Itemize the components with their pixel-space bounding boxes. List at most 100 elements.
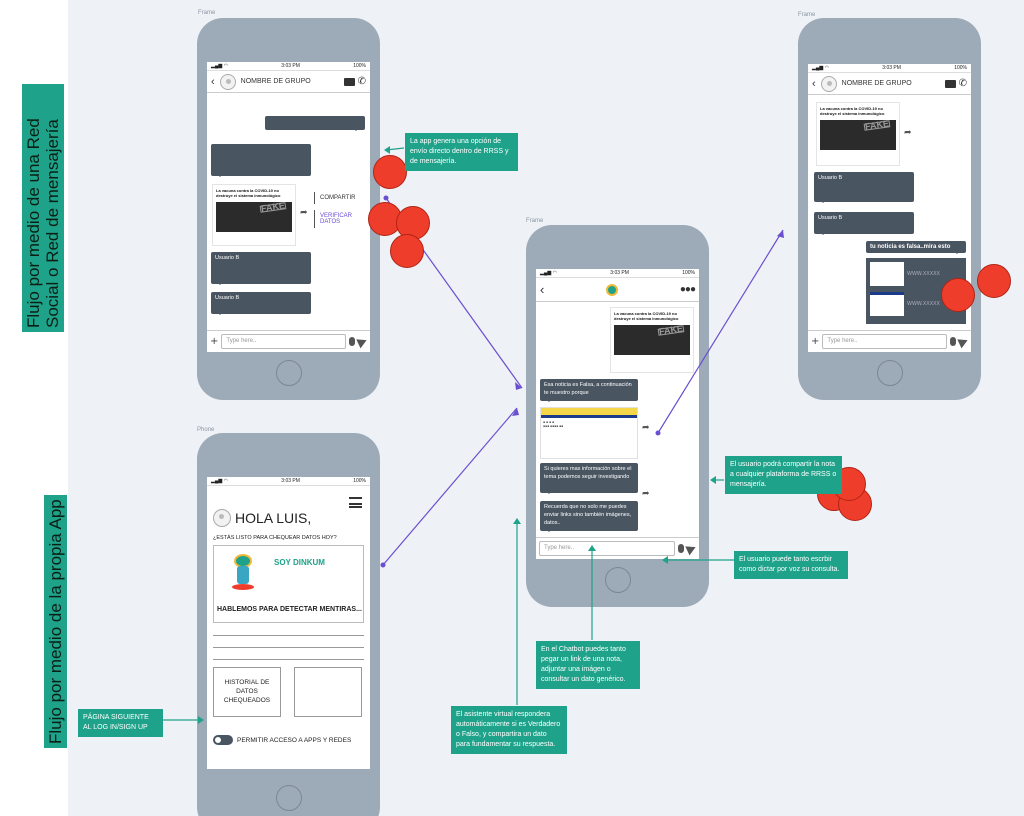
message-bubble <box>265 116 365 131</box>
arrowhead <box>513 518 521 524</box>
mic-icon[interactable] <box>950 337 956 346</box>
plus-icon[interactable]: + <box>210 336 219 347</box>
phone-icon[interactable]: ✆ <box>357 76 366 87</box>
home-button[interactable] <box>275 360 302 386</box>
home-button[interactable] <box>876 360 903 386</box>
message-bubble-user-b: Usuario B <box>814 172 914 203</box>
news-card[interactable]: La vacuna contra la COVID-19 no destruye… <box>212 184 296 246</box>
news-card[interactable]: La vacuna contra la COVID-19 no destruye… <box>610 307 694 373</box>
avatar <box>219 73 236 90</box>
input-bar: Type here.. <box>536 537 699 559</box>
divider <box>213 635 364 636</box>
back-icon[interactable]: ‹ <box>211 75 215 88</box>
message-bubble-user-b: Usuario B <box>211 292 311 315</box>
input-bar: + Type here.. <box>207 330 370 352</box>
home-button[interactable] <box>275 785 302 811</box>
frame-label: Frame <box>198 10 216 16</box>
arrowhead <box>512 408 519 416</box>
share-menu: COMPARTIR VERIFICAR DATOS <box>314 192 370 228</box>
link-text: WWW.XXXXX <box>907 301 940 307</box>
group-name: NOMBRE DE GRUPO <box>841 80 912 87</box>
video-icon[interactable] <box>343 77 355 86</box>
bot-card[interactable]: SOY DINKUM HABLEMOS PARA DETECTAR MENTIR… <box>213 545 364 623</box>
phone-icon[interactable]: ✆ <box>958 78 967 89</box>
mic-icon[interactable] <box>678 544 684 553</box>
video-icon[interactable] <box>944 79 956 88</box>
share-icon[interactable]: ➦ <box>300 208 308 218</box>
bot-message: Si quieres mas información sobre el tema… <box>540 463 638 494</box>
empty-tile[interactable] <box>294 667 362 717</box>
annotation-note: El usuario puede tanto escrbir como dict… <box>734 551 848 579</box>
bot-tagline: HABLEMOS PARA DETECTAR MENTIRAS... <box>217 606 362 613</box>
arrowhead <box>384 146 390 154</box>
connector-dot <box>380 562 386 568</box>
news-image <box>216 202 292 232</box>
link-text: WWW.XXXXX <box>907 271 940 277</box>
chat-header: ‹ NOMBRE DE GRUPO ✆ <box>808 73 971 95</box>
link-preview[interactable]: WWW.XXXXX WWW.XXXXX <box>866 258 966 324</box>
arrowhead <box>710 476 716 484</box>
annotation-note: PÁGINA SIGUIENTE AL LOG IN/SIGN UP <box>78 709 163 737</box>
avatar <box>820 75 837 92</box>
greeting-text: HOLA LUIS, <box>235 510 312 526</box>
menu-item-verificar[interactable]: VERIFICAR DATOS <box>314 210 370 228</box>
chat-header: ‹ NOMBRE DE GRUPO ✆ <box>207 71 370 93</box>
hotspot-marker <box>390 234 424 268</box>
message-bubble-user-b: Usuario B <box>814 212 914 235</box>
connector-dot <box>383 195 389 201</box>
arrowhead <box>588 545 596 551</box>
message-bubble <box>211 144 311 177</box>
arrowhead <box>198 716 204 724</box>
group-name: NOMBRE DE GRUPO <box>240 78 311 85</box>
connector-line <box>382 407 518 566</box>
frame-label: Frame <box>798 12 816 18</box>
home-button[interactable] <box>604 567 631 593</box>
arrowhead <box>662 556 668 564</box>
bot-message: Recuerda que no solo me puedes enviar li… <box>540 501 638 532</box>
menu-icon[interactable] <box>349 497 362 508</box>
back-icon[interactable]: ‹ <box>540 282 545 297</box>
message-input[interactable]: Type here.. <box>822 334 947 349</box>
mic-icon[interactable] <box>349 337 355 346</box>
frame-label: Phone <box>197 427 215 433</box>
question: ¿ESTÁS LISTO PARA CHEQUEAR DATOS HOY? <box>213 535 337 541</box>
more-icon[interactable]: ●●● <box>679 284 696 295</box>
plus-icon[interactable]: + <box>811 336 820 347</box>
hotspot-marker <box>941 278 975 312</box>
toggle-switch[interactable] <box>213 735 233 745</box>
news-card[interactable]: La vacuna contra la COVID-19 no destruye… <box>816 102 900 166</box>
news-image <box>820 120 896 150</box>
divider <box>213 659 364 660</box>
annotation-note: La app genera una opción de envío direct… <box>405 133 518 171</box>
message-bubble-user-b: Usuario B <box>211 252 311 285</box>
share-icon[interactable]: ➦ <box>642 489 650 499</box>
message-input[interactable]: Type here.. <box>539 541 675 556</box>
bot-message: Esa noticia es Falsa, a continuación te … <box>540 379 638 402</box>
annotation-note: El usuario podrá compartir la nota a cua… <box>725 456 842 494</box>
share-icon[interactable]: ➦ <box>904 128 912 138</box>
bot-avatar-icon <box>606 283 619 296</box>
hotspot-marker <box>373 155 407 189</box>
back-icon[interactable]: ‹ <box>812 77 816 90</box>
chat-header: ‹ ●●● <box>536 278 699 302</box>
annotation-note: El asistente virtual respondera automáti… <box>451 706 567 754</box>
toggle-label: PERMITIR ACCESO A APPS Y REDES <box>237 736 352 744</box>
message-bubble: tu noticia es falsa..mira esto <box>866 241 966 254</box>
avatar <box>213 509 231 527</box>
history-button[interactable]: HISTORIAL DE DATOS CHEQUEADOS <box>213 667 281 717</box>
robot-icon <box>228 554 258 592</box>
share-icon[interactable]: ➦ <box>642 423 650 433</box>
access-toggle-row: PERMITIR ACCESO A APPS Y REDES <box>213 735 351 745</box>
message-input[interactable]: Type here.. <box>221 334 346 349</box>
attached-screenshot[interactable]: ▪ ▪ ▪ ▪▪▪▪ ▪▪▪▪ ▪▪ <box>540 407 638 459</box>
menu-item-compartir[interactable]: COMPARTIR <box>314 192 370 204</box>
news-image <box>614 325 690 355</box>
